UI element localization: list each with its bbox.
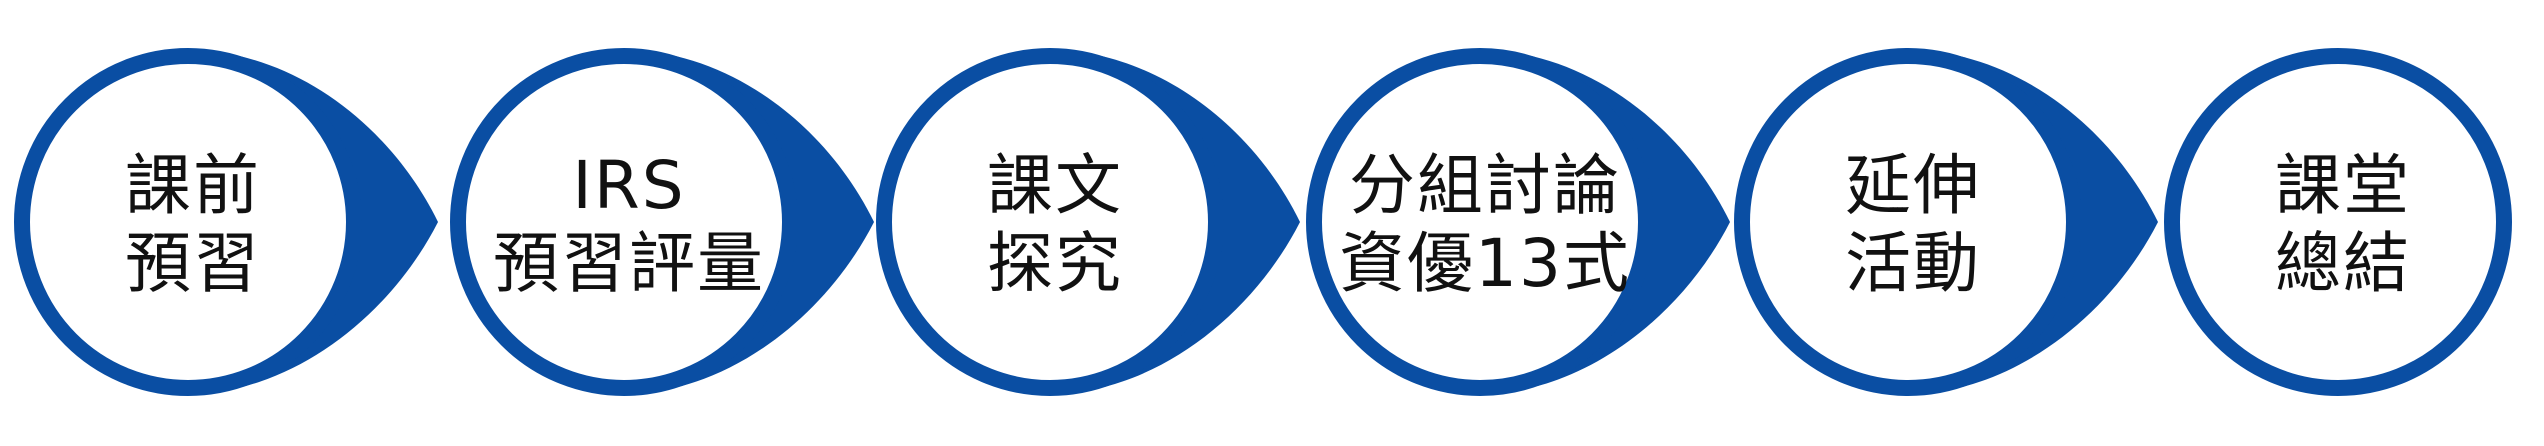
step-1-shape: [14, 48, 438, 396]
step-3-label: 課文 探究: [900, 55, 1210, 395]
step-6-label: 課堂 總結: [2188, 55, 2498, 395]
flow-step-4: 分組討論 資優13式: [1300, 0, 1740, 446]
step-6-line-1: 課堂: [2275, 147, 2411, 225]
step-3-shape: [876, 48, 1300, 396]
step-5-line-1: 延伸: [1845, 147, 1981, 225]
step-6-shape: [2164, 48, 2512, 396]
ring-circle: [1734, 48, 2082, 396]
flow-step-2: IRS 預習評量: [444, 0, 884, 446]
ring-circle: [876, 48, 1224, 396]
ring-circle: [2164, 48, 2512, 396]
step-4-line-1: 分組討論: [1349, 147, 1621, 225]
step-1-line-2: 預習: [125, 225, 261, 302]
flow-step-1: 課前 預習: [8, 0, 448, 446]
step-4-line-2: 資優13式: [1339, 225, 1631, 302]
step-1-label: 課前 預習: [38, 55, 348, 395]
step-3-line-2: 探究: [987, 225, 1123, 302]
step-4-label: 分組討論 資優13式: [1330, 55, 1640, 395]
step-2-line-2: 預習評量: [493, 225, 765, 302]
step-3-line-1: 課文: [987, 147, 1123, 225]
flow-step-3: 課文 探究: [870, 0, 1310, 446]
step-1-line-1: 課前: [125, 147, 261, 225]
step-2-label: IRS 預習評量: [474, 55, 784, 395]
step-2-shape: [450, 48, 874, 396]
step-5-shape: [1734, 48, 2158, 396]
step-5-line-2: 活動: [1845, 225, 1981, 302]
step-5-label: 延伸 活動: [1758, 55, 2068, 395]
step-4-shape: [1306, 48, 1730, 396]
step-6-line-2: 總結: [2275, 225, 2411, 302]
ring-circle: [450, 48, 798, 396]
ring-circle: [1306, 48, 1654, 396]
flow-step-5: 延伸 活動: [1728, 0, 2168, 446]
step-2-line-1: IRS: [572, 147, 686, 225]
flow-step-6: 課堂 總結: [2158, 0, 2544, 446]
ring-circle: [14, 48, 362, 396]
